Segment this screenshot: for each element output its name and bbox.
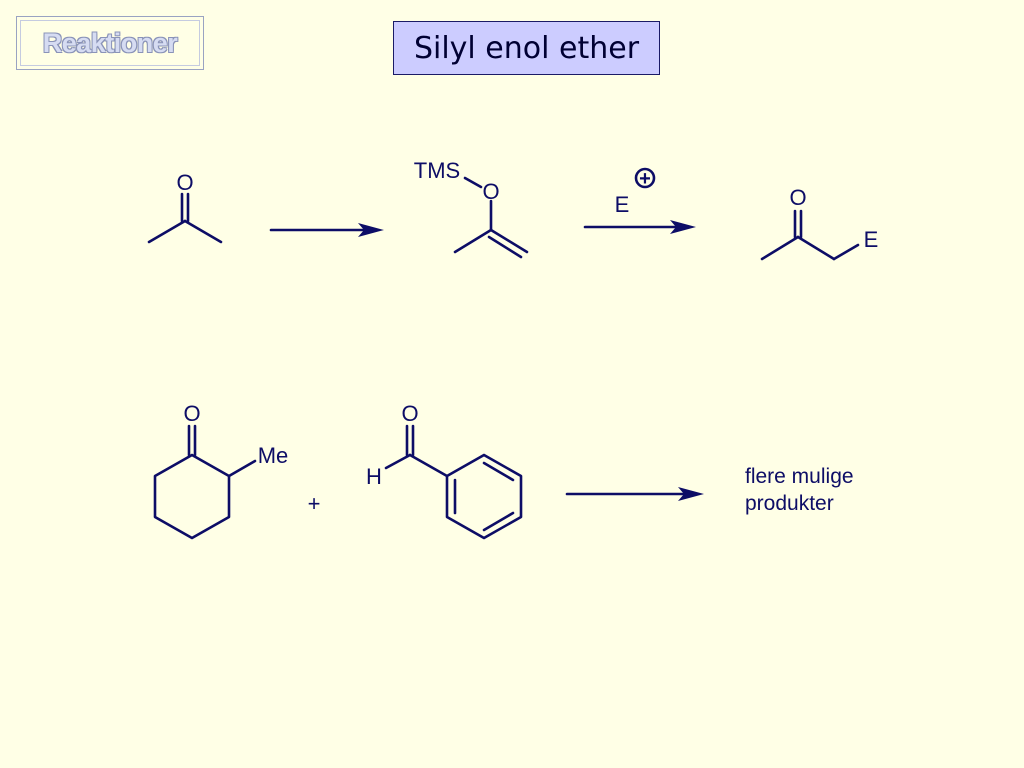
enol-oxygen-label: O — [482, 179, 499, 204]
slide-title-box: Silyl enol ether — [393, 21, 660, 75]
product-electrophile-label: E — [864, 227, 879, 252]
reaction-arrow-3 — [565, 487, 704, 501]
result-text-line-1: flere mulige — [745, 465, 854, 488]
section-tag-label: Reaktioner — [42, 27, 178, 58]
reaction-arrow-1 — [269, 223, 384, 237]
acetone-structure — [147, 192, 223, 244]
plus-sign: + — [308, 491, 321, 516]
product-oxygen-label: O — [789, 185, 806, 210]
reaction-arrow-2 — [583, 220, 696, 234]
aldehyde-hydrogen-label: H — [366, 464, 382, 489]
cyclohexanone-oxygen-label: O — [183, 401, 200, 426]
positive-charge-sign: + — [639, 168, 651, 190]
slide-title: Silyl enol ether — [413, 30, 640, 66]
methylcyclohexanone-structure — [153, 424, 257, 540]
tms-label: TMS — [414, 158, 460, 183]
acetone-oxygen-label: O — [176, 170, 193, 195]
electrophile-label: E — [615, 192, 630, 217]
silyl-enol-ether-structure — [453, 176, 529, 259]
aldehyde-oxygen-label: O — [401, 401, 418, 426]
result-text-line-2: produkter — [745, 492, 834, 515]
section-tag: Reaktioner — [16, 16, 204, 70]
product-ketone-structure — [760, 209, 860, 261]
section-tag-frame — [20, 20, 200, 66]
benzaldehyde-structure — [384, 424, 523, 540]
positive-charge-icon — [634, 167, 656, 189]
methyl-label: Me — [258, 443, 289, 468]
